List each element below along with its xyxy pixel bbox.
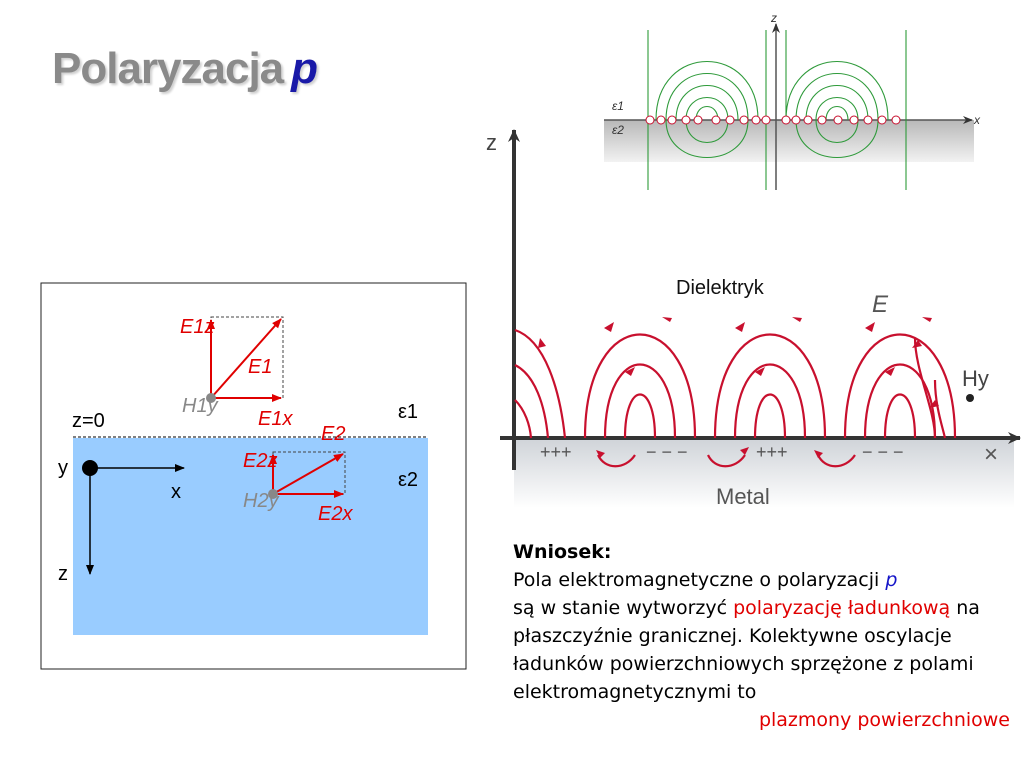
hy-dot <box>966 394 974 402</box>
charge-group-2: − − − <box>646 442 688 462</box>
charge-group-3: +++ <box>756 442 788 462</box>
conclusion-line3: Kolektywne oscylacje ładunków powierzchn… <box>513 625 974 703</box>
top-eps1-label: ε1 <box>612 99 624 113</box>
epsilon1-label: ε1 <box>398 401 418 423</box>
plasmon-diagram <box>500 129 1021 508</box>
conclusion-final: plazmony powierzchniowe <box>758 709 1010 731</box>
e1-vector <box>210 318 282 399</box>
medium-2-region <box>73 438 428 635</box>
conclusion-body: Pola elektromagnetyczne o polaryzacji p … <box>513 566 1018 734</box>
hy-label: Hy <box>962 366 989 391</box>
axis-y-label: y <box>58 457 68 479</box>
title-main: Polaryzacja <box>52 44 284 93</box>
e1z-label: E1z <box>180 316 214 338</box>
conclusion-p: p <box>885 569 898 591</box>
e2x-label: E2x <box>318 503 353 525</box>
dielectric-label: Dielektryk <box>676 277 765 299</box>
plasmon-arrowheads <box>538 317 939 458</box>
lower-field-vectors <box>268 451 346 499</box>
conclusion-heading: Wniosek: <box>513 541 612 563</box>
top-eps2-label: ε2 <box>612 123 624 137</box>
plasmon-x-label: × <box>984 441 998 468</box>
axis-x-label: x <box>171 481 181 503</box>
conclusion-charge-polarization: polaryzację ładunkową <box>733 597 951 619</box>
conclusion-line2b: na płaszczyźnie granicznej. <box>513 597 980 647</box>
metal-label: Metal <box>716 484 770 509</box>
conclusion-line2a: są w stanie wytworzyć <box>513 597 734 619</box>
top-x-label: x <box>973 113 981 127</box>
h2y-dot <box>268 489 278 499</box>
h2y-label: H2y <box>243 490 280 512</box>
e2z-label: E2z <box>243 450 277 472</box>
green-field-lines <box>647 30 907 190</box>
surface-charge-field-diagram <box>604 23 974 190</box>
e1x-label: E1x <box>258 408 293 430</box>
conclusion-line1: Pola elektromagnetyczne o polaryzacji <box>513 569 886 591</box>
upper-field-vectors <box>206 316 284 403</box>
charge-group-4: − − − <box>862 442 904 462</box>
h1y-dot <box>206 393 216 403</box>
field-e-label: E <box>872 291 889 318</box>
conclusion-block: Wniosek: Pola elektromagnetyczne o polar… <box>513 538 1018 734</box>
plasmon-z-label: z <box>486 130 497 155</box>
metal-region <box>514 438 1014 508</box>
title-italic: p <box>291 44 318 93</box>
h1y-label: H1y <box>182 395 219 417</box>
axis-z-label: z <box>58 563 68 585</box>
top-metal-region <box>604 120 974 162</box>
z0-label: z=0 <box>72 410 105 432</box>
e2-label: E2 <box>321 423 345 445</box>
e1-label: E1 <box>248 356 272 378</box>
surface-charges <box>645 115 901 125</box>
top-z-label: z <box>770 11 777 25</box>
charge-group-1: +++ <box>540 442 572 462</box>
epsilon2-label: ε2 <box>398 469 418 491</box>
e2-vector <box>272 453 344 495</box>
